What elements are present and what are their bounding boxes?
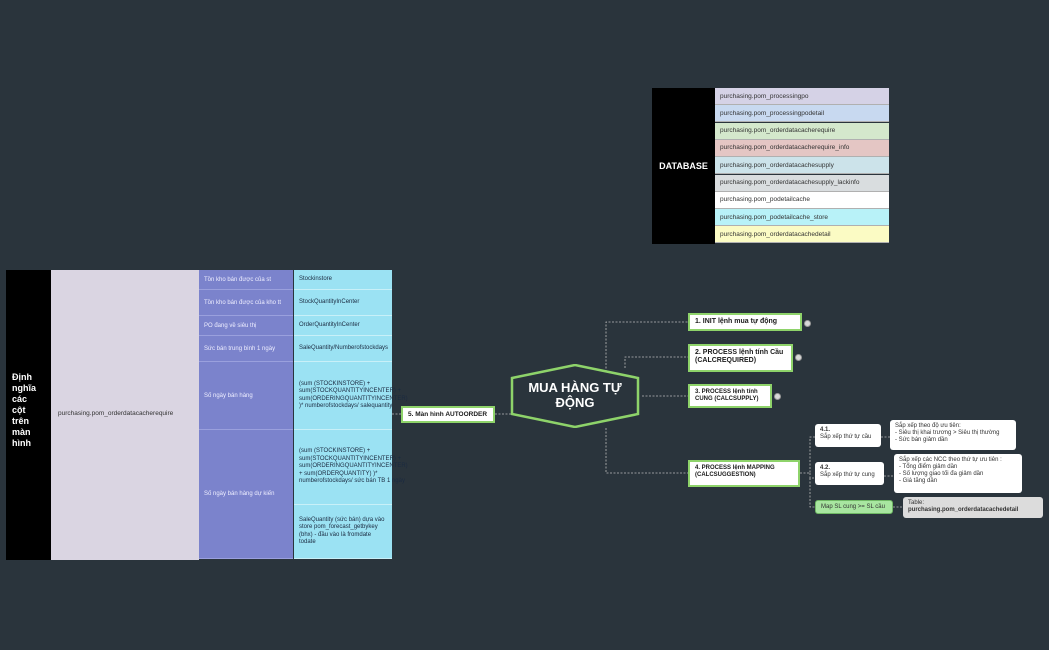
map-table-label: Table: bbox=[908, 500, 925, 506]
subnode-label: Sắp xếp thứ tự cung bbox=[820, 472, 875, 478]
definition-value-text: (sum (STOCKINSTORE) + sum(STOCKQUANTITYI… bbox=[299, 380, 408, 410]
note-supplier-priority: Sắp xếp các NCC theo thứ tự ưu tiên :- T… bbox=[894, 454, 1022, 493]
subnode-map-supply-demand[interactable]: Map SL cung >= SL cầu bbox=[815, 500, 893, 514]
note-line: Sắp xếp các NCC theo thứ tự ưu tiên : bbox=[899, 457, 1002, 463]
definition-column-value: SaleQuantity (sức bán) dựa vào store pom… bbox=[294, 505, 392, 559]
map-table-box: Table: purchasing.pom_orderdatacachedeta… bbox=[903, 497, 1043, 518]
database-row: purchasing.pom_orderdatacacherequire bbox=[715, 122, 889, 140]
definition-value-text: (sum (STOCKINSTORE) + sum(STOCKQUANTITYI… bbox=[299, 448, 408, 485]
definition-value-text: StockQuantityInCenter bbox=[299, 298, 360, 305]
database-row: purchasing.pom_processingpo bbox=[715, 88, 889, 105]
definition-column-name: Tồn kho bán được của kho tt bbox=[199, 290, 293, 316]
database-row: purchasing.pom_podetailcache_store bbox=[715, 209, 889, 227]
note-line: - Giá tăng dần bbox=[899, 478, 938, 484]
definition-value-text: SaleQuantity (sức bán) dựa vào store pom… bbox=[299, 516, 385, 546]
note-line: - Tổng điểm giảm dần bbox=[899, 464, 958, 470]
note-line: - Sức bán giảm dần bbox=[895, 437, 948, 443]
collapse-icon[interactable] bbox=[795, 354, 802, 361]
definition-column-value: (sum (STOCKINSTORE) + sum(STOCKQUANTITYI… bbox=[294, 430, 408, 505]
database-row: purchasing.pom_processingpodetail bbox=[715, 105, 889, 123]
subnode-supply-sort[interactable]: 4.2. Sắp xếp thứ tự cung bbox=[815, 462, 884, 485]
database-row: purchasing.pom_orderdatacachesupply bbox=[715, 157, 889, 175]
branch-calcsupply[interactable]: 3. PROCESS lệnh tính CUNG (CALCSUPPLY) bbox=[688, 384, 772, 408]
note-line: - Số lượng giao tối đa giảm dần bbox=[899, 471, 984, 477]
definition-value-text: SaleQuantity/Numberofstockdays bbox=[299, 344, 389, 351]
database-row: purchasing.pom_orderdatacachedetail bbox=[715, 226, 889, 244]
note-line: Sắp xếp theo độ ưu tiên: bbox=[895, 423, 961, 429]
definition-column-value: OrderQuantityInCenter bbox=[294, 316, 392, 336]
branch-calcsuggestion[interactable]: 4. PROCESS lệnh MAPPING (CALCSUGGESTION) bbox=[688, 460, 800, 487]
branch-init[interactable]: 1. INIT lệnh mua tự động bbox=[688, 313, 802, 331]
database-row: purchasing.pom_podetailcache bbox=[715, 191, 889, 209]
center-node-title: MUA HÀNG TỰ ĐỘNG bbox=[528, 380, 622, 410]
definition-label: Định nghĩa các cột trên màn hình bbox=[6, 270, 51, 560]
subnode-label: Sắp xếp thứ tự cầu bbox=[820, 434, 872, 440]
definition-column-name: Sức bán trung bình 1 ngày bbox=[199, 336, 293, 362]
collapse-icon[interactable] bbox=[774, 393, 781, 400]
database-label: DATABASE bbox=[652, 88, 715, 244]
definition-value-text: Stockinstore bbox=[299, 275, 333, 282]
definition-main-cell bbox=[51, 270, 199, 560]
branch-calcrequired[interactable]: 2. PROCESS lệnh tính Cầu (CALCREQUIRED) bbox=[688, 344, 793, 372]
definition-column-name: PO đang về siêu thị bbox=[199, 316, 293, 336]
note-line: - Siêu thị khai trương > Siêu thị thường bbox=[895, 430, 1000, 436]
database-row: purchasing.pom_orderdatacacherequire_inf… bbox=[715, 139, 889, 157]
definition-table-name: purchasing.pom_orderdatacacherequire bbox=[58, 410, 174, 417]
definition-column-value: StockQuantityInCenter bbox=[294, 290, 392, 316]
subnode-demand-sort[interactable]: 4.1. Sắp xếp thứ tự cầu bbox=[815, 424, 881, 447]
database-row: purchasing.pom_orderdatacachesupply_lack… bbox=[715, 174, 889, 192]
map-table-name: purchasing.pom_orderdatacachedetail bbox=[908, 507, 1019, 513]
autoorder-screen-node[interactable]: 5. Màn hình AUTOORDER bbox=[401, 406, 495, 423]
definition-value-text: OrderQuantityInCenter bbox=[299, 321, 360, 328]
center-node-shape[interactable] bbox=[508, 364, 642, 428]
definition-column-name: Số ngày bán hàng dự kiến bbox=[199, 430, 293, 559]
definition-column-value: Stockinstore bbox=[294, 270, 392, 290]
note-demand-priority: Sắp xếp theo độ ưu tiên:- Siêu thị khai … bbox=[890, 420, 1016, 450]
collapse-icon[interactable] bbox=[804, 320, 811, 327]
subnode-number: 4.1. bbox=[820, 427, 831, 433]
definition-column-value: (sum (STOCKINSTORE) + sum(STOCKQUANTITYI… bbox=[294, 362, 408, 430]
subnode-number: 4.2. bbox=[820, 465, 831, 471]
definition-column-value: SaleQuantity/Numberofstockdays bbox=[294, 336, 392, 362]
definition-column-name: Tồn kho bán được của st bbox=[199, 270, 293, 290]
definition-column-name: Số ngày bán hàng bbox=[199, 362, 293, 430]
